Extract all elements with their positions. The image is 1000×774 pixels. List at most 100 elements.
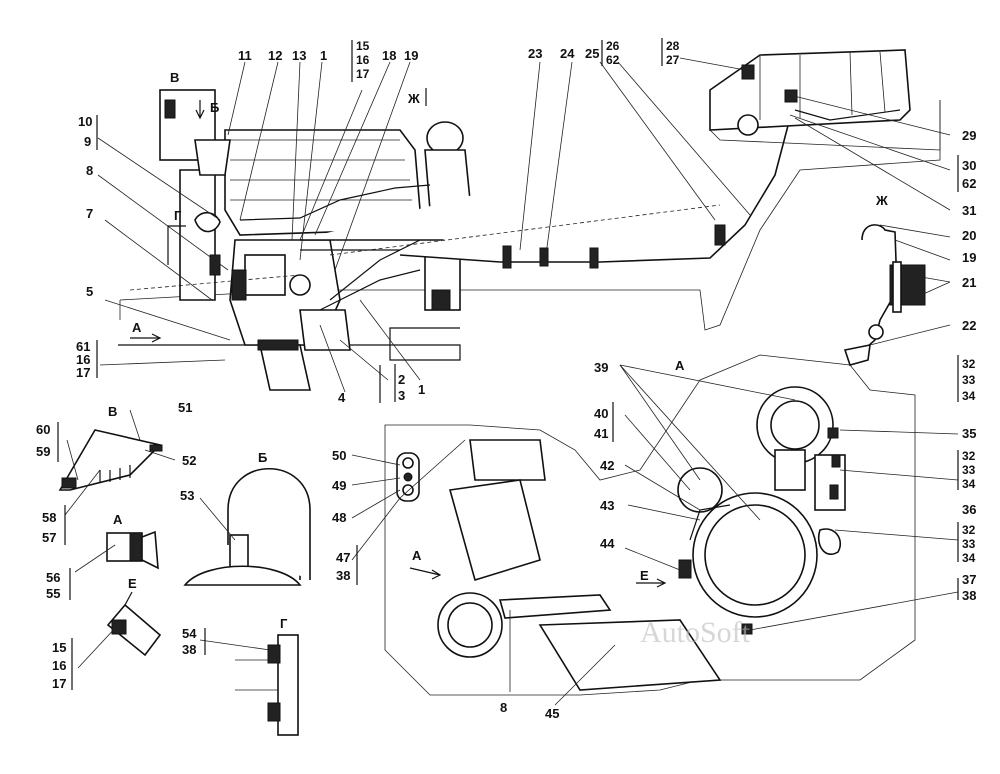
callout-32c: 32 bbox=[962, 523, 976, 537]
view-label-a-arrow: А bbox=[412, 548, 422, 563]
callouts-detail: 39 40 41 42 43 44 32 33 34 35 32 33 34 3… bbox=[332, 357, 976, 721]
callout-53: 53 bbox=[180, 488, 194, 503]
callout-60: 60 bbox=[36, 422, 50, 437]
view-label-a-top: А bbox=[132, 320, 142, 335]
inset-a-sensor bbox=[106, 530, 159, 570]
callout-19b: 19 bbox=[962, 250, 976, 265]
view-label-zh-right: Ж bbox=[875, 193, 888, 208]
callout-2: 2 bbox=[398, 372, 405, 387]
callout-26: 26 bbox=[606, 39, 620, 53]
callout-56: 56 bbox=[46, 570, 60, 585]
callout-17: 17 bbox=[356, 67, 370, 81]
callout-34c: 34 bbox=[962, 551, 976, 565]
callout-34b: 34 bbox=[962, 477, 976, 491]
callout-31: 31 bbox=[962, 203, 976, 218]
callout-38: 38 bbox=[962, 588, 976, 603]
callout-52: 52 bbox=[182, 453, 196, 468]
callout-36: 36 bbox=[962, 502, 976, 517]
callout-17c: 17 bbox=[52, 676, 66, 691]
callout-1b: 1 bbox=[418, 382, 425, 397]
view-label-b-inset: Б bbox=[258, 450, 267, 465]
callout-62b: 62 bbox=[962, 176, 976, 191]
callout-37: 37 bbox=[962, 572, 976, 587]
inset-v-bracket bbox=[58, 429, 163, 491]
callout-22: 22 bbox=[962, 318, 976, 333]
callout-12: 12 bbox=[268, 48, 282, 63]
view-letters: В Б Ж Г А Ж А А Е В Б А Е Г bbox=[108, 70, 888, 631]
callout-61: 61 bbox=[76, 339, 90, 354]
callout-42: 42 bbox=[600, 458, 614, 473]
callout-19: 19 bbox=[404, 48, 418, 63]
label-bars bbox=[57, 38, 959, 690]
view-arrows bbox=[130, 88, 667, 588]
callout-13: 13 bbox=[292, 48, 306, 63]
callout-28: 28 bbox=[666, 39, 680, 53]
callout-9: 9 bbox=[84, 134, 91, 149]
inset-b-hose bbox=[183, 467, 311, 586]
view-label-v-top: В bbox=[170, 70, 179, 85]
callout-57: 57 bbox=[42, 530, 56, 545]
callout-10: 10 bbox=[78, 114, 92, 129]
inset-zh-line bbox=[843, 224, 926, 366]
callout-20: 20 bbox=[962, 228, 976, 243]
callout-29: 29 bbox=[962, 128, 976, 143]
callout-59: 59 bbox=[36, 444, 50, 459]
callout-55: 55 bbox=[46, 586, 60, 601]
callout-8b: 8 bbox=[500, 700, 507, 715]
callout-4: 4 bbox=[338, 390, 346, 405]
callout-30: 30 bbox=[962, 158, 976, 173]
callout-24: 24 bbox=[560, 46, 575, 61]
callout-39: 39 bbox=[594, 360, 608, 375]
inset-g-clamp bbox=[235, 634, 299, 736]
callout-11: 11 bbox=[238, 48, 252, 63]
callout-18: 18 bbox=[382, 48, 396, 63]
callout-49: 49 bbox=[332, 478, 346, 493]
callout-21: 21 bbox=[962, 275, 976, 290]
view-label-g-top: Г bbox=[174, 208, 182, 223]
callout-5: 5 bbox=[86, 284, 93, 299]
leader-lines bbox=[64, 57, 959, 706]
callout-38b: 38 bbox=[336, 568, 350, 583]
callout-16b: 16 bbox=[76, 352, 90, 367]
callout-51: 51 bbox=[178, 400, 192, 415]
callout-50: 50 bbox=[332, 448, 346, 463]
callout-54: 54 bbox=[182, 626, 197, 641]
callout-45: 45 bbox=[545, 706, 559, 721]
callouts-main: 11 12 13 1 15 16 17 18 19 10 9 8 7 5 61 … bbox=[76, 39, 976, 405]
callout-16c: 16 bbox=[52, 658, 66, 673]
callout-1: 1 bbox=[320, 48, 327, 63]
callout-32b: 32 bbox=[962, 449, 976, 463]
view-label-zh-top: Ж bbox=[407, 91, 420, 106]
callout-41: 41 bbox=[594, 426, 608, 441]
callout-33a: 33 bbox=[962, 373, 976, 387]
view-label-e-arrow: Е bbox=[640, 568, 649, 583]
callout-15b: 15 bbox=[52, 640, 66, 655]
callout-33c: 33 bbox=[962, 537, 976, 551]
watermark: AutoSoft bbox=[640, 616, 751, 649]
view-label-b-top: Б bbox=[210, 100, 219, 115]
callout-15: 15 bbox=[356, 39, 370, 53]
callouts-insets: 51 52 60 59 58 57 53 56 55 15 16 17 54 3… bbox=[36, 400, 197, 691]
callout-48: 48 bbox=[332, 510, 346, 525]
view-label-v-inset: В bbox=[108, 404, 117, 419]
callout-43: 43 bbox=[600, 498, 614, 513]
callout-62: 62 bbox=[606, 53, 620, 67]
view-label-e-inset: Е bbox=[128, 576, 137, 591]
callout-7: 7 bbox=[86, 206, 93, 221]
callout-23: 23 bbox=[528, 46, 542, 61]
callout-16: 16 bbox=[356, 53, 370, 67]
inset-e-sensor bbox=[106, 591, 162, 657]
callout-47: 47 bbox=[336, 550, 350, 565]
callout-44: 44 bbox=[600, 536, 615, 551]
callout-38c: 38 bbox=[182, 642, 196, 657]
engine-assembly bbox=[118, 49, 941, 391]
callout-17b: 17 bbox=[76, 365, 90, 380]
view-label-a-inset: А bbox=[113, 512, 123, 527]
detail-view-a bbox=[384, 354, 916, 696]
callout-35: 35 bbox=[962, 426, 976, 441]
callout-34a: 34 bbox=[962, 389, 976, 403]
callout-25: 25 bbox=[585, 46, 599, 61]
callout-40: 40 bbox=[594, 406, 608, 421]
callout-8: 8 bbox=[86, 163, 93, 178]
